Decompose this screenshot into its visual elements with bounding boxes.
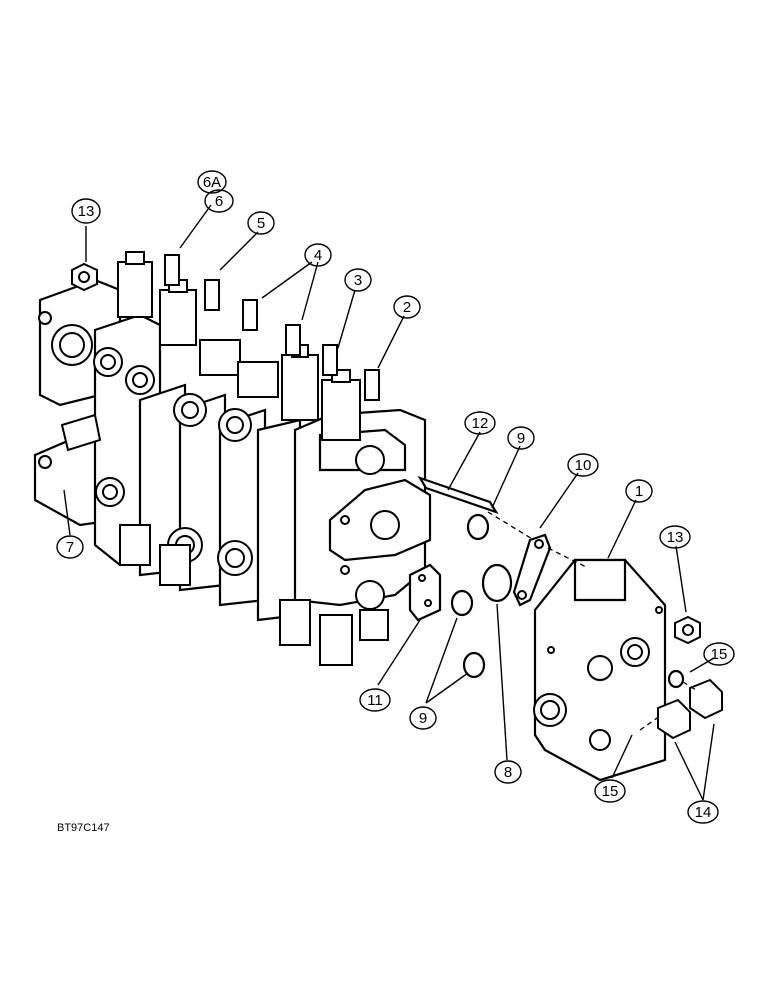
svg-text:9: 9 bbox=[419, 710, 427, 727]
svg-text:7: 7 bbox=[66, 539, 74, 556]
callout-12: 12 bbox=[464, 411, 496, 435]
callout-10: 10 bbox=[567, 453, 599, 477]
svg-text:6: 6 bbox=[215, 193, 223, 210]
svg-text:12: 12 bbox=[472, 415, 489, 432]
callout-14: 14 bbox=[687, 800, 719, 824]
callout-8: 8 bbox=[494, 760, 522, 784]
callout-9-top: 9 bbox=[507, 426, 535, 450]
svg-text:11: 11 bbox=[367, 692, 383, 709]
drawing-code: BT97C147 bbox=[57, 822, 110, 834]
callout-15-bottom: 15 bbox=[594, 779, 626, 803]
svg-text:5: 5 bbox=[257, 215, 265, 232]
svg-text:8: 8 bbox=[504, 764, 512, 781]
gasket bbox=[408, 563, 442, 622]
tie-rod bbox=[417, 475, 499, 515]
assembly-lines bbox=[487, 511, 697, 731]
plugs bbox=[657, 678, 723, 740]
callout-6a: 6A bbox=[197, 170, 227, 194]
svg-text:9: 9 bbox=[517, 430, 525, 447]
callout-15-right: 15 bbox=[703, 642, 735, 666]
control-valve-body bbox=[33, 278, 432, 666]
callout-2: 2 bbox=[393, 295, 421, 319]
nut-left bbox=[71, 262, 98, 292]
callout-3: 3 bbox=[344, 268, 372, 292]
svg-text:10: 10 bbox=[575, 457, 592, 474]
o-rings bbox=[450, 513, 685, 738]
callout-11: 11 bbox=[359, 688, 391, 712]
callout-1: 1 bbox=[625, 479, 653, 503]
outlet-cover bbox=[533, 558, 667, 782]
callout-13-left: 13 bbox=[71, 198, 101, 224]
svg-text:4: 4 bbox=[314, 247, 322, 264]
nut-right bbox=[674, 615, 701, 645]
svg-text:15: 15 bbox=[602, 783, 619, 800]
callout-6: 6 bbox=[204, 189, 234, 213]
svg-text:6A: 6A bbox=[203, 174, 221, 191]
svg-text:14: 14 bbox=[695, 804, 712, 821]
leader-lines bbox=[63, 204, 715, 801]
callout-4: 4 bbox=[304, 243, 332, 267]
callout-13-right: 13 bbox=[659, 525, 691, 549]
svg-text:2: 2 bbox=[403, 299, 411, 316]
spool-ends bbox=[164, 254, 380, 401]
svg-text:15: 15 bbox=[711, 646, 728, 663]
callout-5: 5 bbox=[247, 211, 275, 235]
svg-text:1: 1 bbox=[635, 483, 643, 500]
svg-text:13: 13 bbox=[78, 203, 95, 220]
callout-7: 7 bbox=[56, 535, 84, 559]
svg-text:13: 13 bbox=[667, 529, 684, 546]
svg-text:3: 3 bbox=[354, 272, 362, 289]
callout-9-bottom: 9 bbox=[409, 706, 437, 730]
seal-plate bbox=[512, 533, 552, 607]
